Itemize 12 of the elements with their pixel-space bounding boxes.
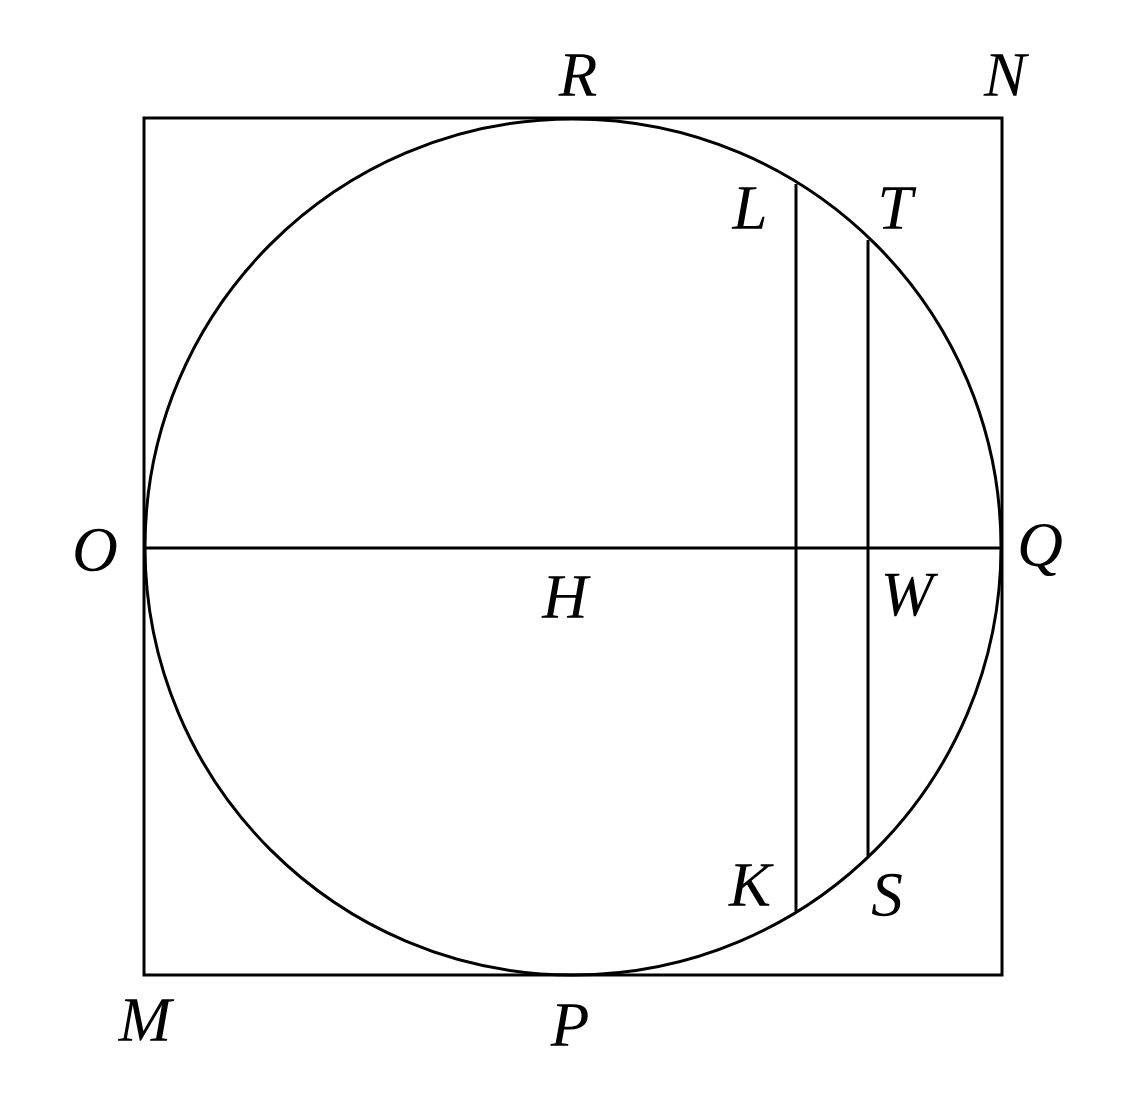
point-label: S <box>871 873 902 917</box>
point-label: H <box>541 576 591 618</box>
point-label: W <box>884 573 939 617</box>
point-label: L <box>731 187 765 229</box>
point-label: N <box>983 54 1029 96</box>
point-label: R <box>558 54 597 96</box>
point-label: O <box>75 528 117 572</box>
point-label: Q <box>1020 523 1062 577</box>
point-label: M <box>117 999 175 1041</box>
point-label: K <box>728 864 774 906</box>
point-label: T <box>881 187 917 229</box>
point-label: P <box>550 1004 588 1046</box>
